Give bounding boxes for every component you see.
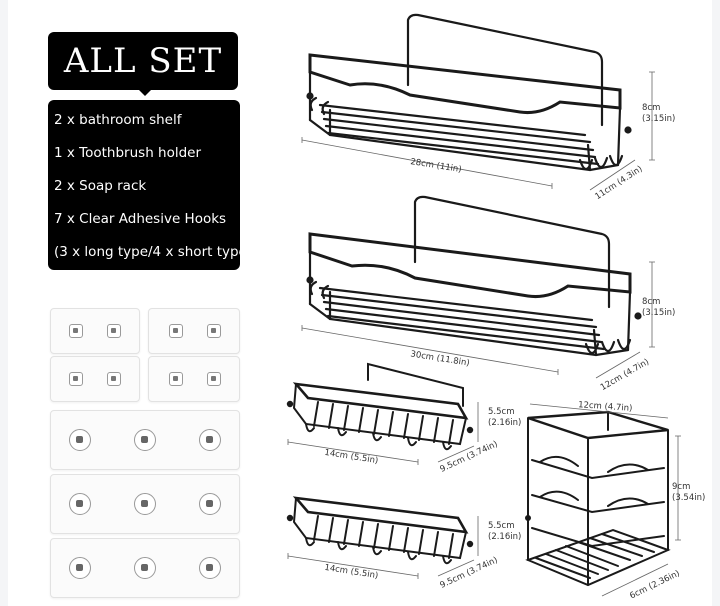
- soap1-height-cm: 5.5cm: [488, 407, 515, 417]
- long-hook-pad: [50, 538, 240, 598]
- hook-slot-icon: [69, 372, 83, 386]
- soap-rack-illustration: [286, 496, 479, 579]
- shelf1-height-cm: 8cm: [642, 103, 661, 113]
- short-hook-pad: [148, 356, 240, 402]
- soap2-height-label: 5.5cm (2.16in): [488, 521, 521, 543]
- short-hook-pad: [50, 308, 140, 354]
- hook-round-icon: [199, 429, 221, 451]
- short-hook-pad: [148, 308, 240, 354]
- shelf2-height-cm: 8cm: [642, 297, 661, 307]
- hook-slot-icon: [207, 324, 221, 338]
- toothbrush-height-label: 9cm (3.54in): [672, 482, 705, 504]
- soap2-height-in: (2.16in): [488, 532, 522, 542]
- hook-slot-icon: [207, 372, 221, 386]
- short-hook-pad: [50, 356, 140, 402]
- long-hook-pad: [50, 410, 240, 470]
- list-item: 1 x Toothbrush holder: [54, 145, 202, 161]
- bathroom-shelf-illustration: [301, 195, 655, 379]
- list-item: 7 x Clear Adhesive Hooks: [54, 211, 227, 227]
- title-pointer: [138, 89, 152, 96]
- hook-round-icon: [69, 557, 91, 579]
- title-text: ALL SET: [63, 41, 223, 81]
- list-item: (3 x long type/4 x short type): [54, 244, 253, 260]
- bathroom-shelf-illustration: [301, 13, 655, 191]
- hook-round-icon: [134, 493, 156, 515]
- shelf2-height-label: 8cm (3.15in): [642, 297, 675, 319]
- list-item: 2 x bathroom shelf: [54, 112, 182, 128]
- long-hook-pad: [50, 474, 240, 534]
- hook-round-icon: [199, 557, 221, 579]
- hook-round-icon: [199, 493, 221, 515]
- shelf2-height-in: (3.15in): [642, 308, 676, 318]
- hook-slot-icon: [69, 324, 83, 338]
- soap1-height-in: (2.16in): [488, 418, 522, 428]
- hook-round-icon: [69, 493, 91, 515]
- shelf1-height-label: 8cm (3.15in): [642, 103, 675, 125]
- hook-slot-icon: [169, 324, 183, 338]
- contents-list: 2 x bathroom shelf 1 x Toothbrush holder…: [48, 100, 253, 270]
- shelf1-height-in: (3.15in): [642, 114, 676, 124]
- toothbrush-holder-illustration: [525, 403, 681, 597]
- soap1-height-label: 5.5cm (2.16in): [488, 407, 521, 429]
- soap2-height-cm: 5.5cm: [488, 521, 515, 531]
- list-item: 2 x Soap rack: [54, 178, 147, 194]
- hook-round-icon: [69, 429, 91, 451]
- toothbrush-height-in: (3.54in): [672, 493, 706, 503]
- hook-round-icon: [134, 429, 156, 451]
- title-banner: ALL SET: [48, 32, 238, 90]
- toothbrush-height-cm: 9cm: [672, 482, 691, 492]
- hook-slot-icon: [107, 324, 121, 338]
- soap-rack-illustration: [286, 362, 479, 465]
- hook-round-icon: [134, 557, 156, 579]
- hook-slot-icon: [169, 372, 183, 386]
- hook-slot-icon: [107, 372, 121, 386]
